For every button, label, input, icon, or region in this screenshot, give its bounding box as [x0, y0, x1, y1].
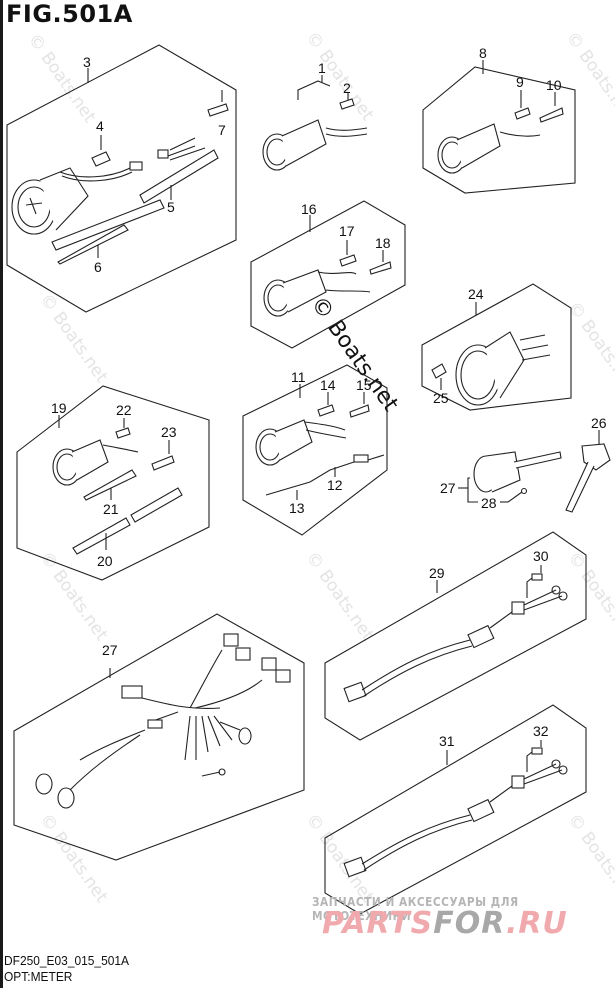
terminal-icon [539, 107, 564, 123]
callout-9: 9 [516, 74, 524, 90]
callout-12: 12 [327, 477, 343, 493]
figure-code: DF250_E03_015_501A [4, 953, 130, 968]
callout-23: 23 [161, 424, 177, 440]
callout-20: 20 [97, 553, 113, 569]
terminal-icon [207, 103, 229, 117]
callout-8: 8 [479, 45, 487, 61]
cable-icon [343, 747, 568, 878]
tie-strap-icon [83, 469, 137, 501]
callout-13: 13 [289, 500, 305, 516]
cable-icon [343, 573, 568, 703]
kit-outline-16 [250, 200, 406, 349]
callout-32: 32 [533, 723, 549, 739]
gauge-icon [437, 123, 541, 174]
figure-title: FIG.501A [6, 0, 133, 28]
callout-5: 5 [167, 199, 175, 215]
terminal-icon [349, 404, 370, 418]
callout-2: 2 [343, 80, 351, 96]
callout-27-switch: 27 [440, 480, 456, 496]
wiring-harness-icon [35, 633, 291, 809]
terminal-icon [151, 455, 175, 471]
gauge-icon [262, 119, 368, 171]
callout-7: 7 [218, 122, 226, 138]
wire-lead-icon [265, 454, 385, 496]
callout-21: 21 [103, 501, 119, 517]
kit-outline-31 [324, 704, 587, 915]
kit-outline-29 [324, 531, 587, 741]
callout-4: 4 [96, 118, 104, 134]
callout-15: 15 [356, 377, 372, 393]
bracket-icon [565, 443, 611, 513]
bulb-icon [514, 107, 531, 120]
callout-3: 3 [83, 54, 91, 70]
callout-17: 17 [339, 223, 355, 239]
callout-25: 25 [433, 390, 449, 406]
kit-outline-11 [242, 364, 388, 536]
callout-24: 24 [468, 286, 484, 302]
sleeve-icon [51, 149, 219, 251]
callout-19: 19 [51, 400, 67, 416]
gauge-icon [455, 331, 551, 406]
callout-26: 26 [591, 415, 607, 431]
kit-outline-3 [6, 44, 237, 313]
gauge-icon [52, 439, 139, 486]
bulb-icon [91, 151, 111, 167]
figure-name: OPT:METER [4, 969, 73, 984]
left-border [0, 0, 3, 988]
callout-1: 1 [318, 60, 326, 76]
kit-outline-19 [16, 385, 210, 581]
bulb-icon [115, 427, 131, 439]
bulb-icon [431, 363, 447, 379]
terminal-icon [369, 261, 392, 275]
bulb-icon [339, 98, 355, 110]
watermark-ru-tagline: ЗАПЧАСТИ И АКСЕССУАРЫ ДЛЯ МОТОТЕХНИКИ [312, 895, 519, 923]
sleeve-icon [72, 487, 183, 555]
logo-part-ru: .RU [505, 906, 568, 941]
bulb-icon [339, 254, 357, 267]
callout-11: 11 [291, 369, 306, 385]
callout-18: 18 [375, 235, 391, 251]
callout-14: 14 [320, 377, 336, 393]
meter-cover-icon [473, 451, 562, 493]
gauge-icon [11, 137, 206, 235]
callout-31: 31 [439, 733, 455, 749]
tie-strap-icon [57, 224, 129, 265]
callout-30: 30 [533, 548, 549, 564]
callout-16: 16 [301, 201, 317, 217]
bulb-icon [317, 404, 335, 417]
kit-outline-27 [13, 613, 305, 861]
kit-outline-8 [422, 66, 576, 194]
callout-6: 6 [94, 259, 102, 275]
callout-10: 10 [546, 77, 562, 93]
logo-part-for: FOR [433, 906, 506, 941]
gauge-icon [263, 269, 371, 317]
callout-28: 28 [481, 495, 497, 511]
gauge-icon [255, 419, 347, 466]
logo-part-parts: PARTS [322, 906, 434, 941]
callout-22: 22 [116, 402, 132, 418]
watermark-partsfor-logo: PARTSFOR.RU [322, 906, 568, 941]
callout-29: 29 [429, 565, 445, 581]
kit-outline-24 [421, 283, 572, 411]
callout-27-harness: 27 [102, 642, 118, 658]
